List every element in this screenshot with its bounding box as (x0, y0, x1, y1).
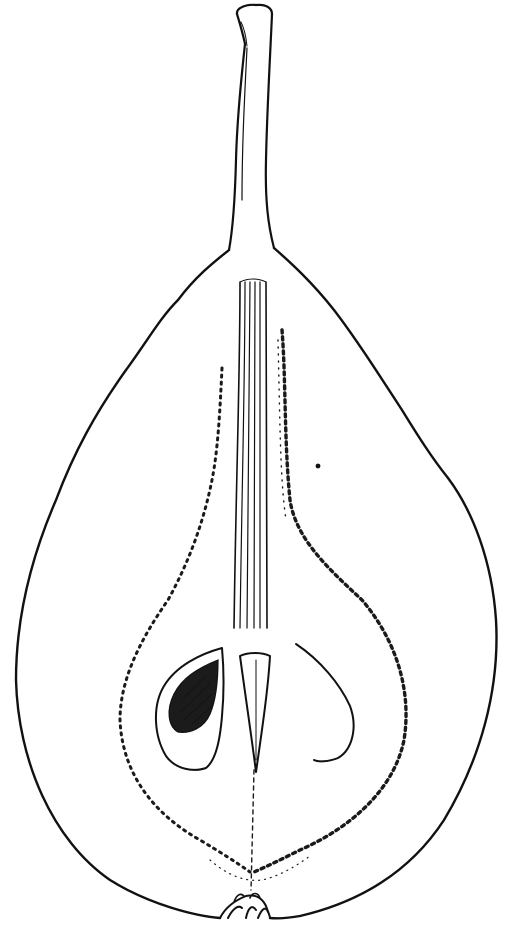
left-seed (156, 648, 224, 770)
core-line (120, 330, 406, 890)
ink-speck (316, 464, 321, 469)
center-seed (240, 653, 270, 772)
fruit-outline (16, 248, 497, 918)
right-seed-cavity (296, 644, 354, 761)
stalk (229, 5, 274, 250)
calyx (228, 894, 268, 919)
vascular-core-strands (234, 279, 267, 628)
